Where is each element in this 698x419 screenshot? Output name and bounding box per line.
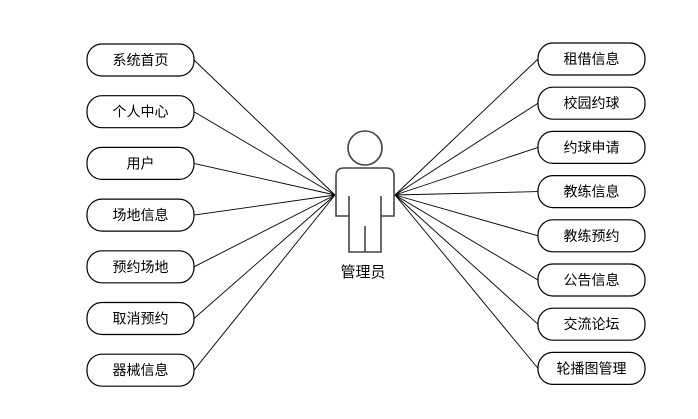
use-case-box [537, 307, 646, 341]
left-connector-line [193, 194, 336, 268]
right-use-case-node: 校园约球 [537, 86, 646, 120]
right-use-case-node: 租借信息 [537, 42, 646, 76]
right-use-case-node: 交流论坛 [537, 307, 646, 341]
right-use-case-node: 轮播图管理 [537, 351, 646, 385]
right-connector-line [394, 146, 539, 196]
use-case-label: 租借信息 [564, 51, 620, 68]
use-case-label: 轮播图管理 [557, 361, 627, 377]
use-case-box [86, 198, 195, 232]
right-connector-line [394, 194, 539, 281]
connector-lines [193, 58, 539, 371]
left-connector-line [193, 111, 336, 196]
use-case-box [537, 86, 646, 120]
left-connector-line [193, 59, 336, 196]
use-case-label: 系统首页 [113, 53, 169, 69]
use-case-box [86, 250, 195, 284]
right-use-case-node: 教练信息 [537, 175, 646, 209]
right-use-case-node: 公告信息 [537, 263, 646, 297]
use-case-label: 场地信息 [113, 207, 169, 224]
actor-head [347, 130, 383, 166]
right-connector-line [394, 194, 539, 369]
use-case-label: 取消预约 [113, 312, 169, 328]
use-case-box [537, 351, 646, 385]
admin-actor: 管理员 [335, 130, 395, 281]
left-use-case-node: 系统首页 [86, 43, 195, 77]
use-case-box [537, 219, 646, 253]
right-connector-line [394, 194, 539, 325]
use-case-label: 教练预约 [564, 229, 620, 245]
right-use-case-node: 约球申请 [537, 130, 646, 164]
use-case-box [86, 95, 195, 129]
use-case-label: 约球申请 [564, 140, 620, 156]
left-connector-line [193, 194, 336, 319]
left-connector-line [193, 194, 336, 371]
use-case-label: 公告信息 [564, 272, 620, 289]
use-case-label: 器械信息 [113, 362, 169, 379]
left-use-case-node: 个人中心 [86, 95, 195, 129]
use-case-box [537, 42, 646, 76]
actor-label: 管理员 [340, 263, 385, 281]
right-use-case-node: 教练预约 [537, 219, 646, 253]
left-connector-line [193, 194, 336, 216]
use-case-box [86, 301, 195, 336]
use-case-label: 教练信息 [564, 184, 620, 201]
use-case-label: 校园约球 [564, 95, 620, 112]
use-case-box [86, 353, 195, 387]
right-connector-line [394, 194, 539, 237]
use-case-box [537, 175, 646, 209]
left-use-case-node: 器械信息 [86, 353, 195, 387]
left-use-case-node: 取消预约 [86, 301, 195, 336]
use-case-box [537, 130, 646, 164]
left-use-case-node: 预约场地 [86, 250, 195, 284]
left-use-case-node: 用户 [86, 146, 195, 180]
right-connector-line [394, 102, 539, 196]
left-connector-line [193, 162, 336, 196]
use-case-box [86, 146, 195, 180]
left-use-case-node: 场地信息 [86, 198, 195, 232]
use-case-label: 预约场地 [113, 260, 169, 276]
actor-body [335, 167, 395, 253]
use-case-box [537, 263, 646, 297]
use-case-label: 个人中心 [113, 105, 169, 121]
use-case-box [86, 43, 195, 77]
use-case-label: 用户 [127, 155, 155, 172]
right-connector-line [394, 191, 539, 196]
use-case-label: 交流论坛 [564, 316, 620, 333]
right-connector-line [394, 58, 539, 196]
